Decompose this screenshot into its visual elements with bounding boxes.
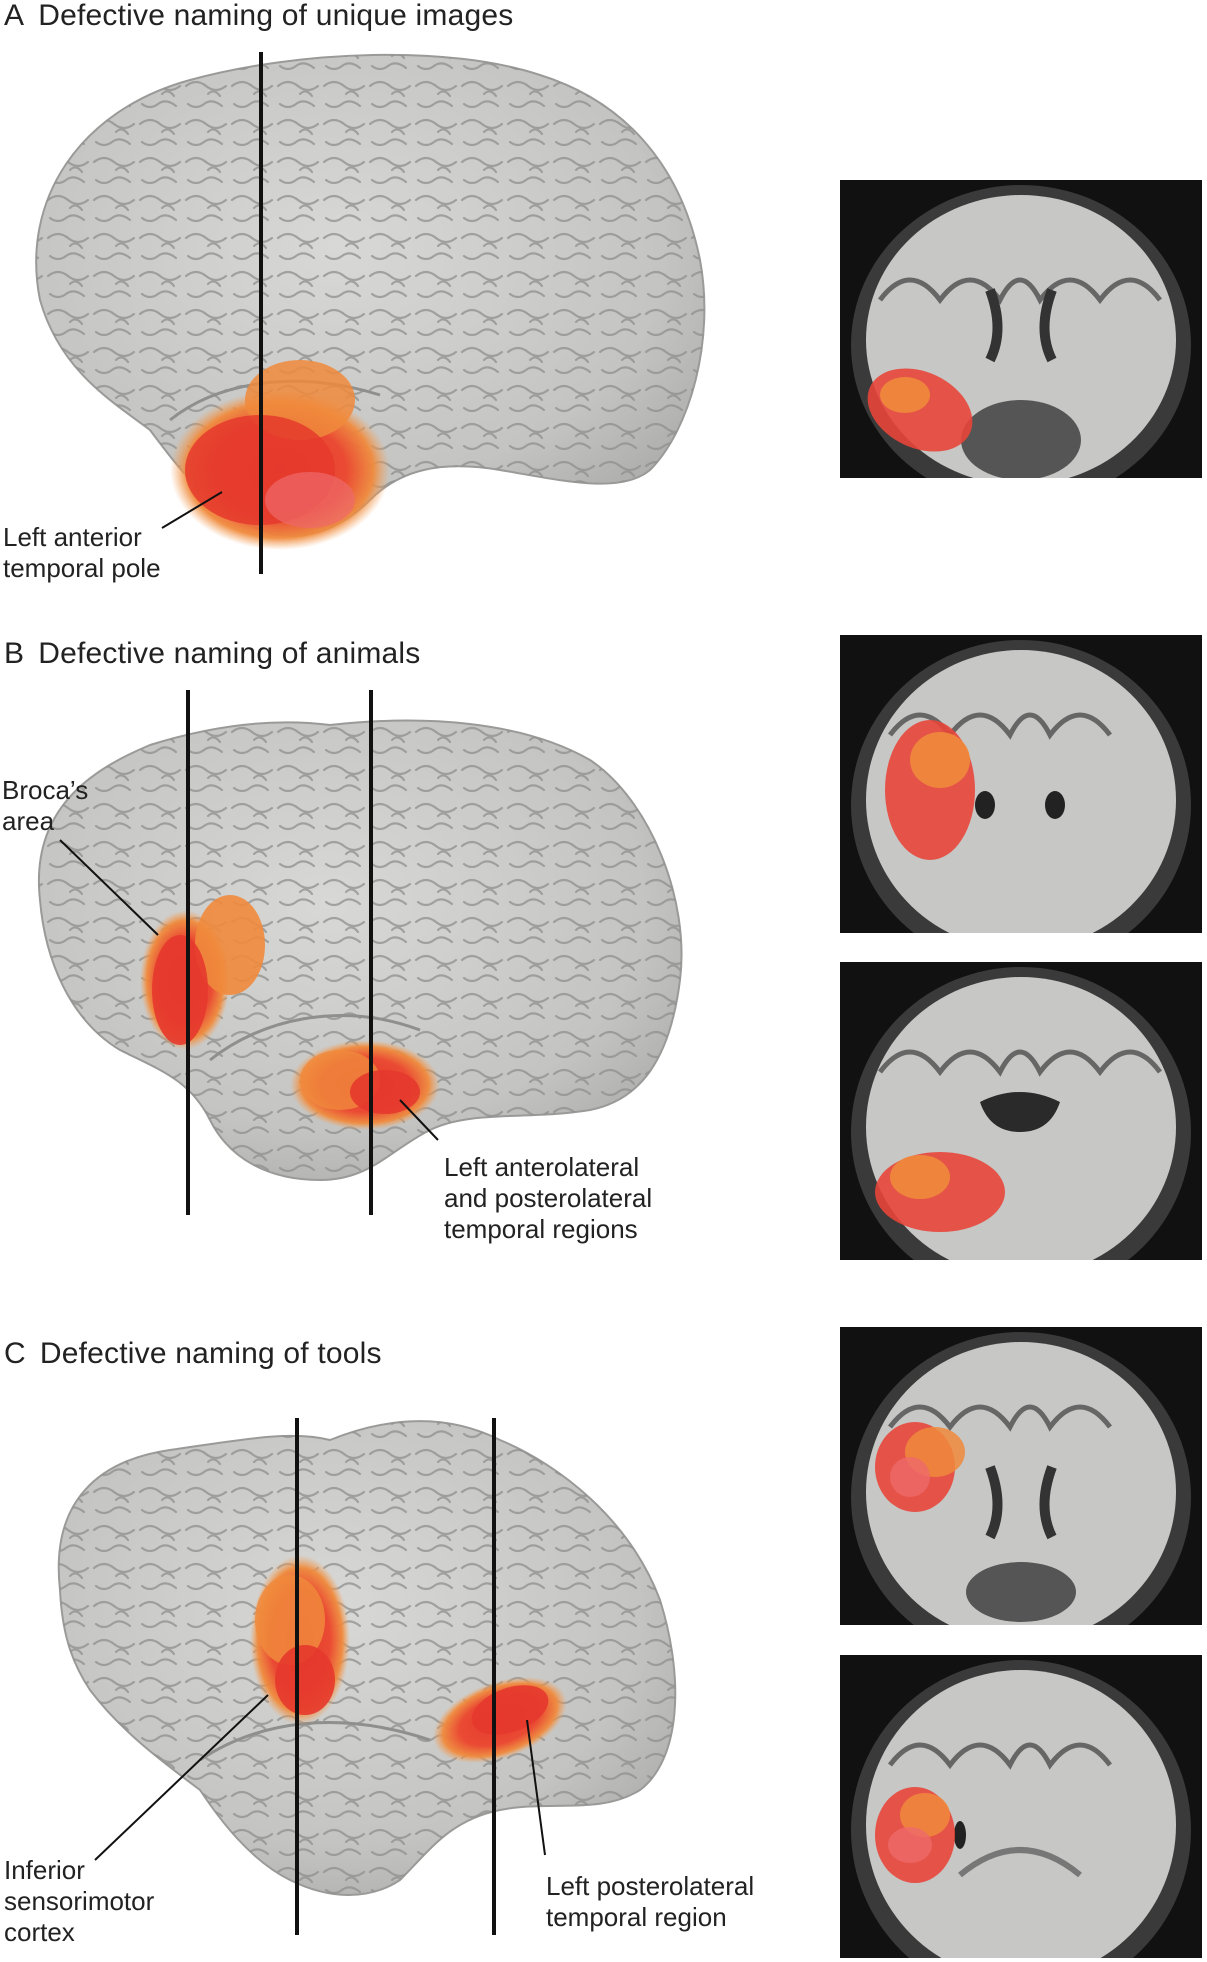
label-line: and posterolateral — [444, 1183, 653, 1213]
leader-line-temporal-pole — [161, 491, 223, 529]
lesion-anterolateral-temporal — [290, 1040, 440, 1130]
panel-b-letter: B — [4, 637, 25, 670]
brain-b — [37, 719, 683, 1182]
label-line: cortex — [4, 1917, 75, 1947]
label-line: Left posterolateral — [546, 1871, 755, 1901]
label-inferior-sensorimotor-cortex: Inferior sensorimotor cortex — [4, 1855, 154, 1948]
lesion-broca — [140, 895, 265, 1050]
mri-slice-b2 — [840, 962, 1202, 1260]
label-line: temporal pole — [3, 553, 161, 583]
panel-c-letter: C — [4, 1337, 26, 1370]
label-line: Left anterior — [3, 522, 142, 552]
label-line: Left anterolateral — [444, 1152, 640, 1182]
leader-line-broca — [59, 839, 159, 936]
label-brocas-area: Broca’s area — [2, 775, 88, 837]
label-line: sensorimotor — [4, 1886, 155, 1916]
panel-c-title: C Defective naming of tools — [4, 1337, 382, 1371]
label-line: Inferior — [4, 1855, 85, 1885]
lesion-sensorimotor — [250, 1555, 350, 1725]
label-left-anterior-temporal-pole: Left anterior temporal pole — [3, 522, 161, 584]
label-line: area — [2, 806, 55, 836]
lesion-posterolateral-temporal — [432, 1677, 568, 1763]
brain-c — [57, 1420, 677, 1896]
panel-b-title-text: Defective naming of animals — [38, 637, 421, 670]
panel-c-title-text: Defective naming of tools — [39, 1337, 382, 1370]
panel-a-letter: A — [4, 0, 25, 32]
label-line: temporal region — [546, 1902, 727, 1932]
label-left-posterolateral-temporal-region: Left posterolateral temporal region — [546, 1871, 754, 1933]
mri-slice-c1 — [840, 1327, 1202, 1625]
panel-b-title: B Defective naming of animals — [4, 637, 420, 671]
leader-line-sensorimotor — [94, 1694, 269, 1861]
panel-a-title: A Defective naming of unique images — [4, 0, 513, 33]
label-left-anterolateral-posterolateral-temporal: Left anterolateral and posterolateral te… — [444, 1152, 652, 1245]
leader-line-anterolateral — [399, 1099, 439, 1141]
label-line: temporal regions — [444, 1214, 638, 1244]
mri-slice-b1 — [840, 635, 1202, 933]
label-line: Broca’s — [2, 775, 89, 805]
mri-slice-a — [840, 180, 1202, 478]
mri-slice-c2 — [840, 1655, 1202, 1958]
leader-line-posterolateral — [526, 1719, 546, 1856]
panel-a-title-text: Defective naming of unique images — [38, 0, 514, 32]
